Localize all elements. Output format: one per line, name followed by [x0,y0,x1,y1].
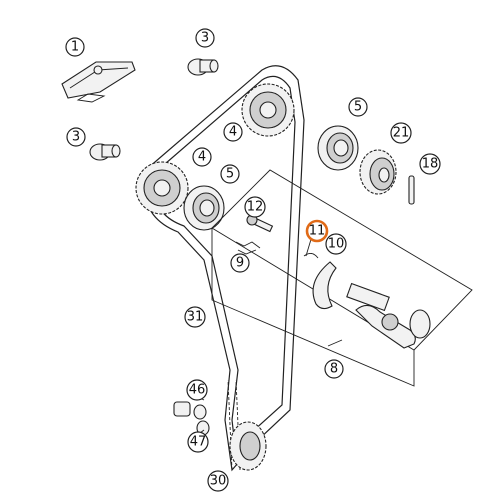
callouts: 1 3 3 4 4 5 5 21 18 12 11 10 9 8 31 46 4… [65,28,441,492]
svg-text:47: 47 [190,435,207,450]
callout-9: 9 [230,253,250,273]
callout-18: 18 [419,153,441,175]
svg-text:5: 5 [226,167,234,182]
tensioner-assembly-part [346,282,431,349]
bushing-part-top [187,58,219,76]
callout-5-right: 5 [348,97,368,117]
leader-lines [195,235,343,437]
chain-guide-part [61,61,136,103]
callout-46: 46 [186,379,208,401]
callout-3-top: 3 [195,28,215,48]
svg-text:5: 5 [354,100,362,115]
svg-text:12: 12 [247,200,264,215]
svg-text:3: 3 [72,130,80,145]
gear-part [359,149,397,195]
svg-text:8: 8 [330,362,338,377]
svg-text:3: 3 [201,31,209,46]
svg-text:21: 21 [393,126,410,141]
svg-text:4: 4 [198,150,206,165]
callout-12: 12 [244,196,266,218]
bearing-part-right [317,125,359,171]
callout-1: 1 [65,37,85,57]
sprocket-part-left [135,161,189,215]
bushing-part-left [89,143,121,161]
callout-11-highlight-ring [305,219,329,243]
callout-4-top: 4 [223,122,243,142]
svg-text:4: 4 [229,125,237,140]
bolt-part [246,214,274,233]
callout-5-left: 5 [220,164,240,184]
callout-4-left: 4 [192,147,212,167]
svg-text:10: 10 [328,237,345,252]
spring-part [235,241,261,255]
svg-text:31: 31 [187,310,204,325]
washer-parts [173,401,210,436]
svg-text:11: 11 [309,224,326,239]
callout-21: 21 [390,122,412,144]
svg-text:1: 1 [71,40,79,55]
svg-text:9: 9 [236,256,244,271]
sprocket-part-bottom [229,421,267,471]
svg-text:46: 46 [189,383,206,398]
callout-8: 8 [324,359,344,379]
svg-text:18: 18 [422,157,439,172]
callout-11: 11 [305,219,329,243]
sprocket-part-top [241,83,295,137]
bearing-part-left [183,185,225,231]
callout-3-left: 3 [66,127,86,147]
callout-47: 47 [187,431,209,453]
assembly-box [211,169,473,387]
tensioner-lever-part [303,253,337,310]
pin-part [408,175,415,205]
callout-31: 31 [184,306,206,328]
callout-30: 30 [207,470,229,492]
svg-text:30: 30 [210,474,227,489]
callout-10: 10 [325,233,347,255]
